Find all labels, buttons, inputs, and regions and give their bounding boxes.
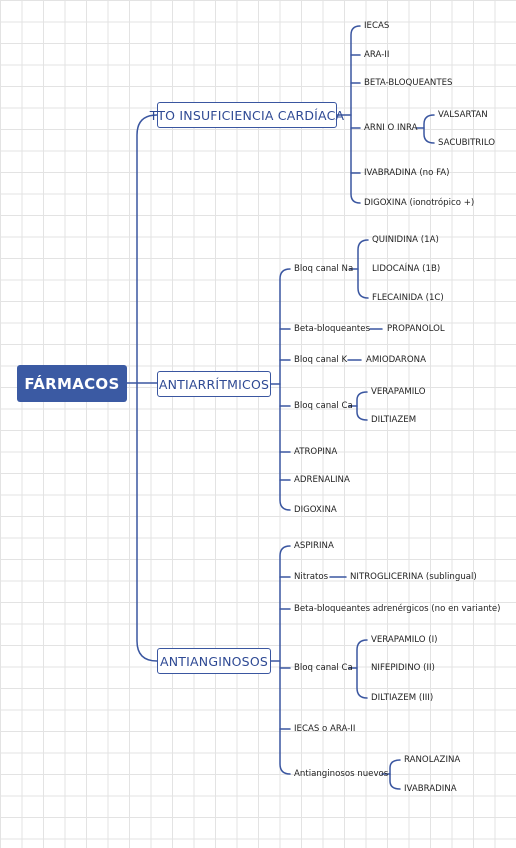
leaf-ivabradina-ang: IVABRADINA [404, 784, 457, 794]
leaf-verapamilo-arr: VERAPAMILO [371, 387, 426, 397]
leaf-digoxina-ionotropico: DIGOXINA (ionotrópico +) [364, 198, 475, 208]
leaf-ranolazina: RANOLAZINA [404, 755, 461, 765]
leaf-lidocaina: LIDOCAÍNA (1B) [372, 264, 441, 274]
root-node-farmacos[interactable]: FÁRMACOS [17, 365, 127, 402]
leaf-quinidina: QUINIDINA (1A) [372, 235, 439, 245]
leaf-amiodarona: AMIODARONA [366, 355, 426, 365]
leaf-diltiazem-ang: DILTIAZEM (III) [371, 693, 434, 703]
leaf-diltiazem-arr: DILTIAZEM [371, 415, 417, 425]
leaf-iecas: IECAS [364, 21, 390, 31]
leaf-digoxina-arr: DIGOXINA [294, 505, 337, 515]
node-antiarritmicos[interactable]: ANTIARRÍTMICOS [157, 371, 271, 397]
leaf-sacubitrilo: SACUBITRILO [438, 138, 496, 148]
leaf-flecainida: FLECAINIDA (1C) [372, 293, 444, 303]
leaf-nifepidino: NIFEPIDINO (II) [371, 663, 435, 673]
leaf-aspirina: ASPIRINA [294, 541, 334, 551]
leaf-bloq-canal-na: Bloq canal Na [294, 264, 354, 274]
leaf-propanolol: PROPANOLOL [387, 324, 445, 334]
leaf-ivabradina: IVABRADINA (no FA) [364, 168, 450, 178]
leaf-iecas-ara-ii: IECAS o ARA-II [294, 724, 356, 734]
leaf-ara-ii: ARA-II [364, 50, 390, 60]
leaf-beta-bloqueantes-arr: Beta-bloqueantes [294, 324, 371, 334]
leaf-beta-bloqueantes-adrenergicos: Beta-bloqueantes adrenérgicos (no en var… [294, 604, 501, 614]
leaf-nitroglicerina: NITROGLICERINA (sublingual) [350, 572, 477, 582]
leaf-antianginosos-nuevos: Antianginosos nuevos [294, 769, 389, 779]
leaf-atropina: ATROPINA [294, 447, 338, 457]
leaf-adrenalina: ADRENALINA [294, 475, 350, 485]
node-antianginosos[interactable]: ANTIANGINOSOS [157, 648, 271, 674]
node-tto-insuficiencia[interactable]: TTO INSUFICIENCIA CARDÍACA [150, 102, 344, 128]
leaf-nitratos: Nitratos [294, 572, 329, 582]
leaf-verapamilo-ang: VERAPAMILO (I) [371, 635, 438, 645]
leaf-bloq-canal-k: Bloq canal K [294, 355, 348, 365]
leaf-bloq-canal-ca-arr: Bloq canal Ca [294, 401, 353, 411]
leaf-bloq-canal-ca-ang: Bloq canal Ca [294, 663, 353, 673]
leaf-arni-inra: ARNI O INRA [364, 123, 418, 133]
leaf-valsartan: VALSARTAN [438, 110, 488, 120]
leaf-beta-bloqueantes: BETA-BLOQUEANTES [364, 78, 453, 88]
